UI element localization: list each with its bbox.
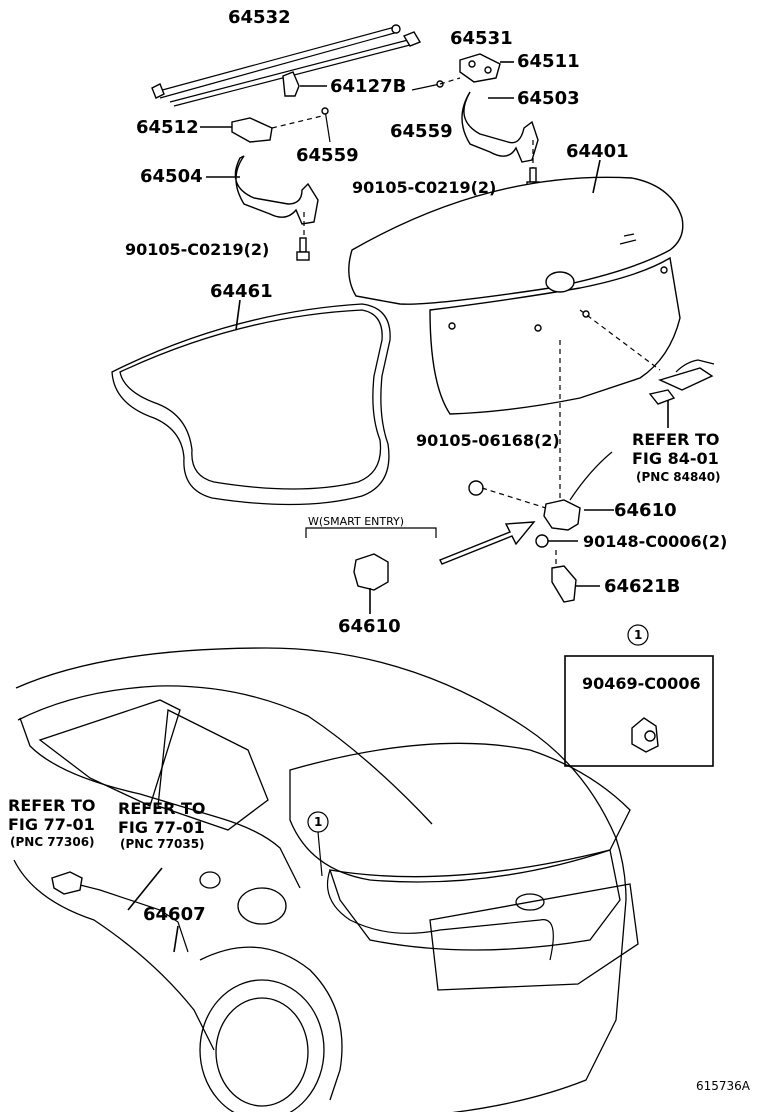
arrow-pointer [439,521,536,565]
label-90105-c0219-right: 90105-C0219(2) [352,178,497,197]
label-64503: 64503 [517,88,580,109]
label-64504: 64504 [140,166,203,187]
label-64610-main: 64610 [614,500,677,521]
label-64610-smart: 64610 [338,616,401,637]
ref-fig77a-line1: REFER TO [8,796,96,815]
pin-64559-left [321,107,331,143]
ref-fig77b-line1: REFER TO [118,799,206,818]
smart-entry-bracket [305,527,437,538]
label-64512: 64512 [136,117,199,138]
hinge-64511 [459,53,514,83]
label-64532: 64532 [228,7,291,28]
figure-id: 615736A [696,1079,751,1093]
ref-fig77b-line2: FIG 77-01 [118,818,205,837]
lock-assy-64610 [543,451,614,531]
ref-fig77b-line3: (PNC 77035) [120,837,205,851]
label-64559-left: 64559 [296,145,359,166]
hinge-arm-64503 [461,91,539,163]
car-body [13,647,639,1117]
callout-box [564,624,714,767]
label-90105-06168: 90105-06168(2) [416,431,560,450]
label-64127B: 64127B [330,76,407,97]
callout-marker-car: 1 [314,815,323,829]
pin-64559-right [411,77,461,91]
lock-assy-64610-smart [353,553,389,614]
label-90469-c0006: 90469-C0006 [582,674,701,693]
label-90148-c0006: 90148-C0006(2) [583,532,728,551]
hinge-64512 [200,115,323,143]
label-64531: 64531 [450,28,513,49]
ref-fig84-line1: REFER TO [632,430,720,449]
label-64621B: 64621B [604,576,681,597]
ref-fig77a-line3: (PNC 77306) [10,835,95,849]
ref-fig77a-line2: FIG 77-01 [8,815,95,834]
bolt-90105-c0219-left [296,237,310,261]
trunk-lid-64401 [348,159,684,500]
ref-fig84-line2: FIG 84-01 [632,449,719,468]
nut-90148-c0006 [535,534,578,548]
ref-fig84-line3: (PNC 84840) [636,470,721,484]
weatherstrip-64461 [111,299,391,506]
label-64461: 64461 [210,281,273,302]
label-64511: 64511 [517,51,580,72]
striker-64621B [551,550,600,603]
label-64607: 64607 [143,904,206,925]
label-64401: 64401 [566,141,629,162]
label-64559-right: 64559 [390,121,453,142]
label-90105-c0219-left: 90105-C0219(2) [125,240,270,259]
nut-90105-06168 [468,480,547,509]
cable-64532 [151,24,401,99]
callout-marker-box: 1 [634,628,643,642]
hinge-arm-64504 [206,155,319,238]
clip-64127B [282,71,327,97]
wire-bracket-84840 [648,359,715,428]
smart-entry-label: W(SMART ENTRY) [308,515,405,528]
